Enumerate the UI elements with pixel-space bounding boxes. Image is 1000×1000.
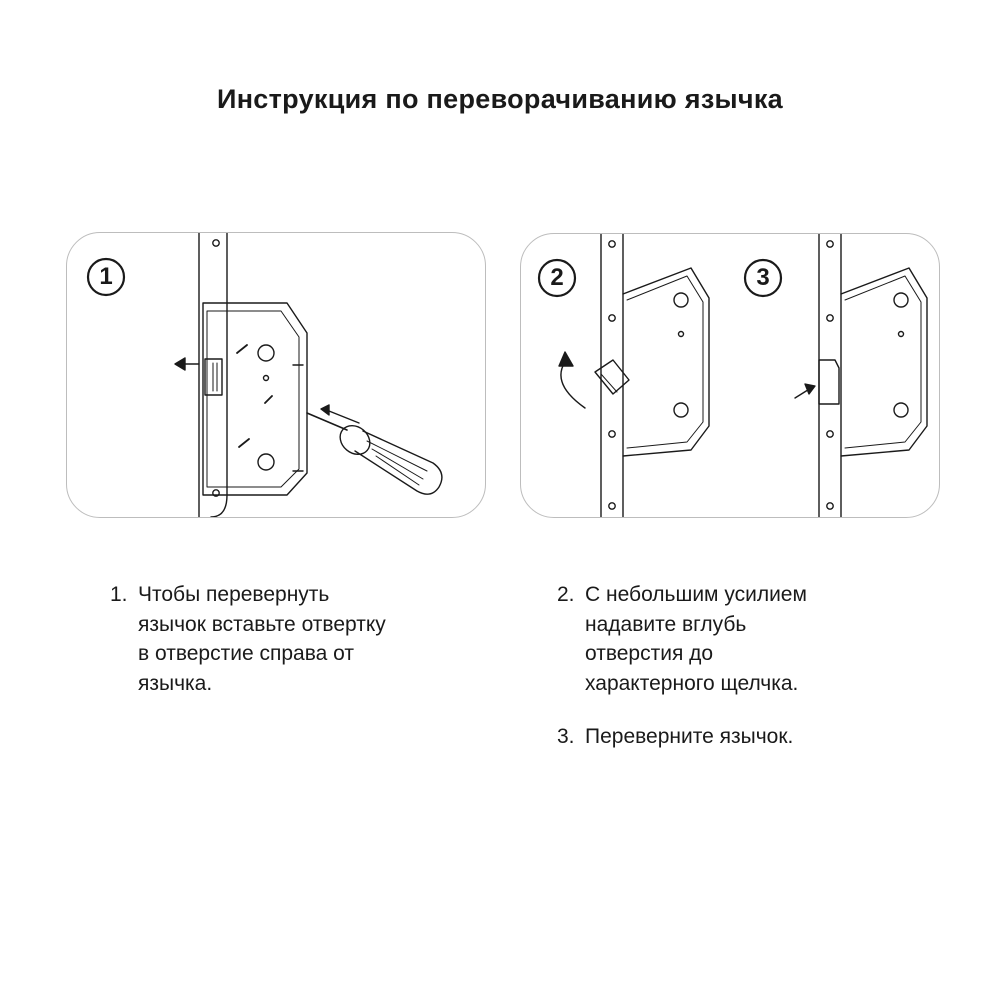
step-1-number: 1 [99,263,113,290]
page-title: Инструкция по переворачиванию язычка [216,84,783,114]
step-number: 1. [110,583,128,606]
step-line: надавите вглубь [585,612,747,636]
lock-latch-views-icon [537,234,928,517]
step-line: язычка. [138,671,213,695]
step-number: 3. [557,725,575,748]
illustration-panel-steps-2-3: 2 3 [520,233,940,518]
illustration-panel-step-1: 1 [66,232,486,518]
step-line: язычок вставьте отвертку [138,612,386,636]
step-3-number: 3 [756,264,770,291]
step-line: в отверстие справа от [138,642,354,665]
step-line: Переверните язычок. [585,725,794,748]
step-line: С небольшим усилием [585,583,807,606]
step-line: Чтобы перевернуть [138,583,330,606]
step-2-number: 2 [550,264,564,291]
step-number: 2. [557,583,575,606]
step-line: характерного щелчка. [585,671,799,695]
lock-mechanism-icon [86,233,443,517]
step-line: отверстия до [585,642,714,665]
